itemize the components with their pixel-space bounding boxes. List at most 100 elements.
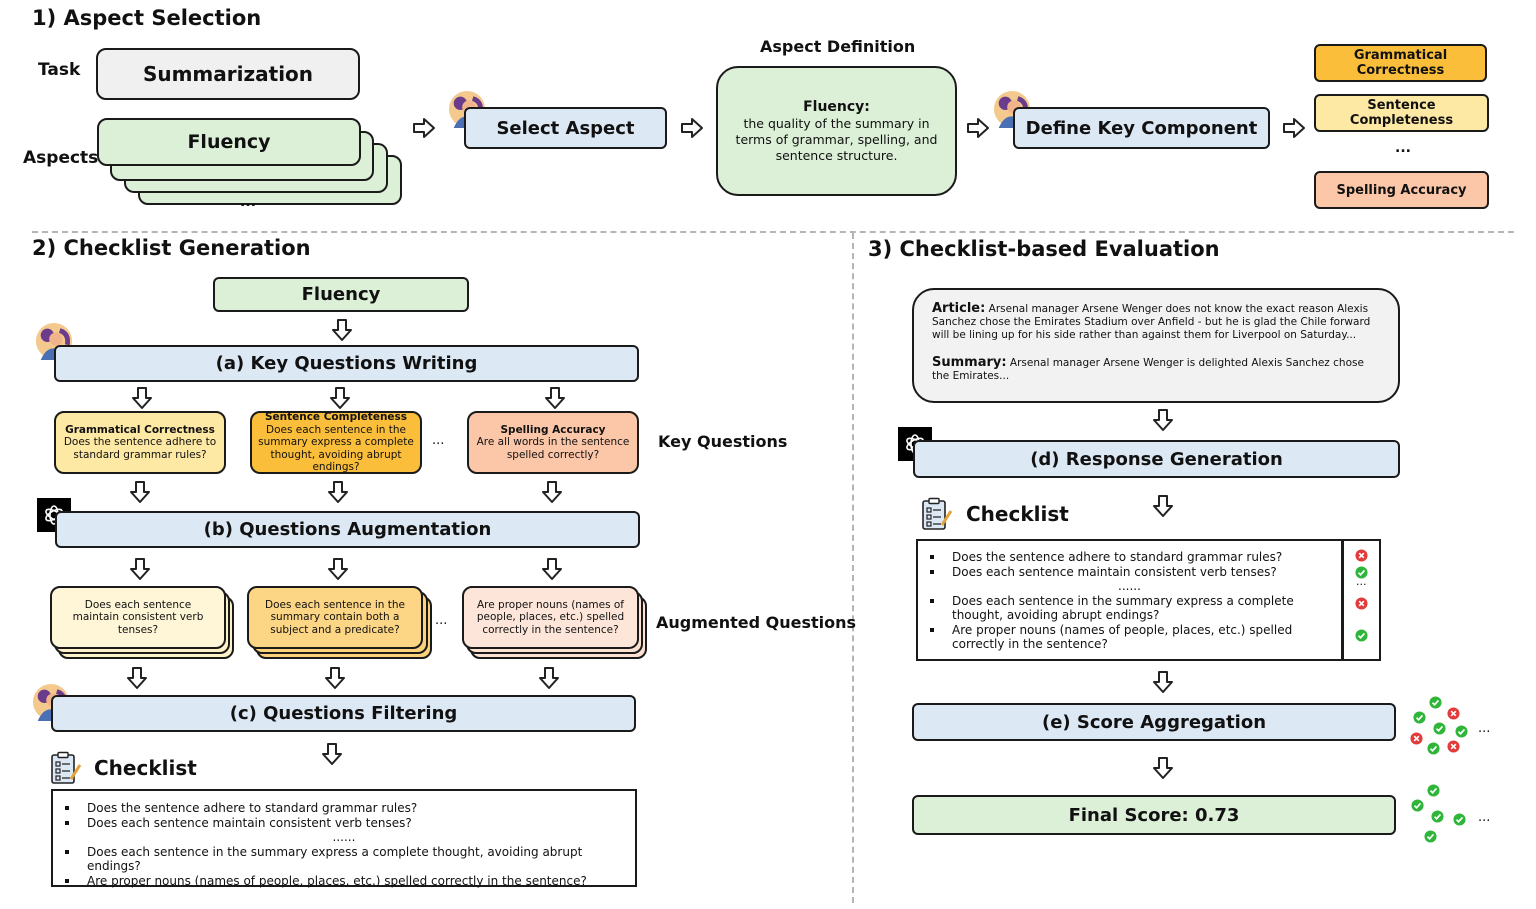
- step-d-response-generation: (d) Response Generation: [913, 440, 1400, 478]
- arrow-down-icon: [539, 667, 559, 689]
- augmented-questions-label: Augmented Questions: [656, 613, 857, 632]
- section1-title: 1) Aspect Selection: [32, 6, 262, 30]
- augmented-question-1: Does each sentence maintain consistent v…: [50, 586, 226, 649]
- augmented-question-2: Does each sentence in the summary contai…: [247, 586, 423, 649]
- checklist-item: Does the sentence adhere to standard gra…: [65, 801, 623, 816]
- arrow-down-icon: [1153, 671, 1173, 693]
- definition-text: the quality of the summary in terms of g…: [735, 115, 938, 163]
- arrow-right-icon: [1283, 118, 1305, 138]
- check-mark-icon: [1453, 813, 1466, 826]
- arrow-down-icon: [542, 481, 562, 503]
- component-sentence-completeness: Sentence Completeness: [1314, 94, 1489, 132]
- definition-title: Fluency:: [803, 98, 870, 115]
- arrow-down-icon: [332, 319, 352, 341]
- arrow-down-icon: [325, 667, 345, 689]
- cross-mark-icon: [1447, 740, 1460, 753]
- marks-ellipsis: ...: [1478, 721, 1491, 736]
- aspect-definition-label: Aspect Definition: [760, 37, 916, 56]
- summary-text: Arsenal manager Arsene Wenger is delight…: [932, 357, 1364, 382]
- component-spelling-accuracy: Spelling Accuracy: [1314, 171, 1489, 209]
- key-question-grammatical: Grammatical Correctness Does the sentenc…: [54, 411, 226, 474]
- section-divider-vertical: [852, 233, 854, 903]
- check-mark-icon: [1411, 799, 1424, 812]
- marks-ellipsis: ...: [1478, 810, 1491, 825]
- answers-column: ...: [1342, 539, 1381, 661]
- cross-mark-icon: [1447, 707, 1460, 720]
- key-question-text: Does the sentence adhere to standard gra…: [63, 436, 217, 461]
- key-questions-label: Key Questions: [658, 432, 788, 451]
- arrow-down-icon: [328, 558, 348, 580]
- checklist-item: Are proper nouns (names of people, place…: [930, 623, 1329, 652]
- cross-mark-icon: [1410, 732, 1423, 745]
- checklist-clipboard-icon: [51, 751, 82, 784]
- check-mark-icon: [1431, 810, 1444, 823]
- checklist-item-ellipsis: ......: [1118, 579, 1141, 593]
- arrow-down-icon: [322, 743, 342, 765]
- article-summary-box: Article: Arsenal manager Arsene Wenger d…: [912, 288, 1400, 403]
- define-key-component-box: Define Key Component: [1013, 107, 1270, 149]
- answers-ellipsis: ...: [1356, 575, 1367, 588]
- final-score-box: Final Score: 0.73: [912, 795, 1396, 835]
- check-mark-icon: [1427, 742, 1440, 755]
- checklist-item: Does each sentence maintain consistent v…: [65, 816, 623, 831]
- aspects-ellipsis: ...: [240, 194, 256, 210]
- task-label: Task: [38, 60, 81, 80]
- checklist-item: Does each sentence in the summary expres…: [65, 845, 623, 874]
- key-question-spelling: Spelling Accuracy Are all words in the s…: [467, 411, 639, 474]
- arrow-down-icon: [132, 387, 152, 409]
- task-box: Summarization: [96, 48, 360, 100]
- arrow-down-icon: [1153, 495, 1173, 517]
- arrow-down-icon: [328, 481, 348, 503]
- aspect-definition-box: Fluency: the quality of the summary in t…: [716, 66, 957, 196]
- arrow-down-icon: [127, 667, 147, 689]
- arrow-down-icon: [545, 387, 565, 409]
- section2-title: 2) Checklist Generation: [32, 236, 311, 260]
- check-mark-icon: [1455, 725, 1468, 738]
- arrow-right-icon: [413, 118, 435, 138]
- key-question-completeness: Sentence Completeness Does each sentence…: [250, 411, 422, 474]
- aspect-box-fluency: Fluency: [97, 118, 361, 166]
- check-mark-icon: [1433, 722, 1446, 735]
- arrow-right-icon: [967, 118, 989, 138]
- step-a-key-questions-writing: (a) Key Questions Writing: [54, 345, 639, 382]
- check-mark-icon: [1429, 696, 1442, 709]
- key-question-text: Are all words in the sentence spelled co…: [476, 436, 630, 461]
- article-text: Arsenal manager Arsene Wenger does not k…: [932, 303, 1371, 341]
- checklist-item: Are proper nouns (names of people, place…: [65, 874, 623, 889]
- checklist-input-fluency: Fluency: [213, 277, 469, 312]
- key-question-title: Grammatical Correctness: [65, 423, 215, 436]
- cross-mark-icon: [1355, 549, 1368, 562]
- arrow-down-icon: [330, 387, 350, 409]
- cross-mark-icon: [1355, 597, 1368, 610]
- arrow-down-icon: [130, 481, 150, 503]
- checklist-item: Does each sentence in the summary expres…: [930, 594, 1329, 623]
- article-label: Article:: [932, 301, 986, 316]
- generated-checklist: Does the sentence adhere to standard gra…: [51, 789, 637, 889]
- step-e-score-aggregation: (e) Score Aggregation: [912, 703, 1396, 741]
- section3-title: 3) Checklist-based Evaluation: [868, 237, 1220, 261]
- checklist-item-ellipsis: ......: [332, 830, 356, 844]
- evaluation-checklist: Does the sentence adhere to standard gra…: [916, 539, 1343, 661]
- key-question-title: Sentence Completeness: [264, 411, 408, 424]
- checklist-item: Does the sentence adhere to standard gra…: [930, 550, 1329, 565]
- step-c-questions-filtering: (c) Questions Filtering: [51, 695, 636, 732]
- check-mark-icon: [1413, 711, 1426, 724]
- augmented-ellipsis: ...: [435, 613, 448, 628]
- check-mark-icon: [1355, 629, 1368, 642]
- check-mark-icon: [1355, 566, 1368, 579]
- component-grammatical-correctness: Grammatical Correctness: [1314, 44, 1487, 82]
- arrow-down-icon: [1153, 757, 1173, 779]
- augmented-question-3: Are proper nouns (names of people, place…: [462, 586, 639, 649]
- aspects-label: Aspects: [23, 148, 99, 168]
- check-mark-icon: [1427, 784, 1440, 797]
- step-b-questions-augmentation: (b) Questions Augmentation: [55, 511, 640, 548]
- summary-label: Summary:: [932, 355, 1007, 370]
- key-questions-ellipsis: ...: [432, 433, 445, 448]
- checklist-label: Checklist: [966, 502, 1069, 526]
- checklist-item: Does each sentence maintain consistent v…: [930, 565, 1329, 580]
- components-ellipsis: ...: [1395, 140, 1411, 156]
- check-mark-icon: [1424, 830, 1437, 843]
- select-aspect-box: Select Aspect: [464, 107, 667, 149]
- arrow-down-icon: [1153, 409, 1173, 431]
- key-question-title: Spelling Accuracy: [500, 423, 606, 436]
